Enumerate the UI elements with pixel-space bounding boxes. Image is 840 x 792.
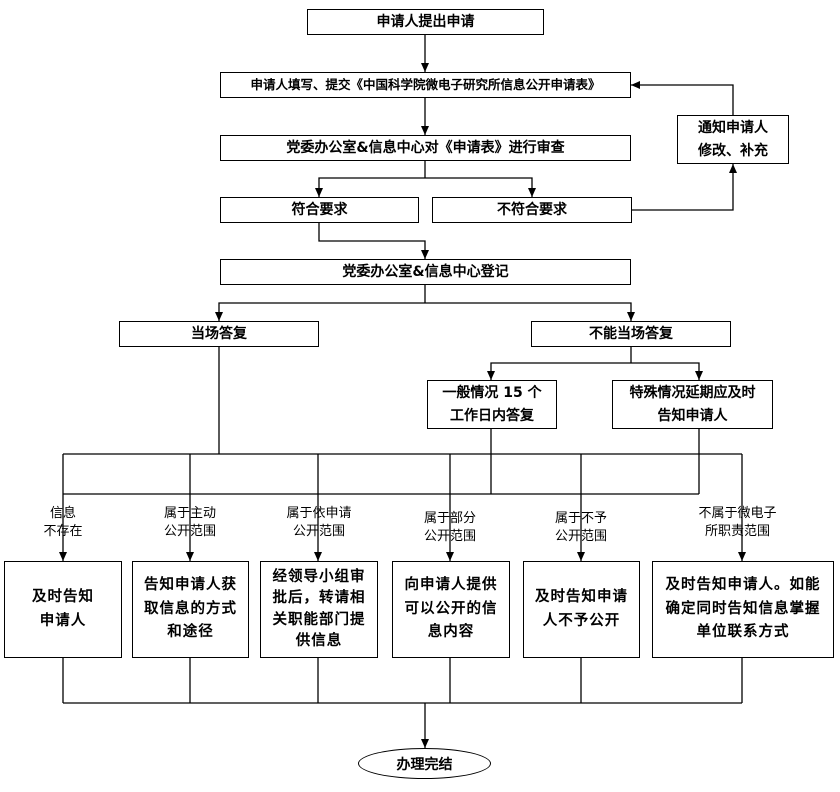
- node-end-label: 办理完结: [396, 756, 453, 773]
- arrowhead-icon: [631, 81, 640, 89]
- condition-label: 属于依申请 公开范围: [286, 506, 352, 539]
- node-cannot-reply-onsite: 不能当场答复: [531, 321, 731, 347]
- node-cannot-reply-onsite-label: 不能当场答复: [589, 325, 673, 342]
- arrowhead-icon: [315, 188, 323, 197]
- outcome-box: 告知申请人获 取信息的方式 和途径: [132, 561, 249, 658]
- outcome-box: 经领导小组审 批后，转请相 关职能部门提 供信息: [260, 561, 378, 658]
- condition-label: 属于不予 公开范围: [554, 511, 607, 544]
- node-general-case-label: 一般情况 15 个 工作日内答复: [442, 385, 542, 424]
- arrowhead-icon: [446, 552, 454, 561]
- node-fill-form-label: 申请人填写、提交《中国科学院微电子研究所信息公开申请表》: [250, 77, 601, 92]
- node-fill-form: 申请人填写、提交《中国科学院微电子研究所信息公开申请表》: [220, 72, 631, 98]
- condition-label: 属于部分 公开范围: [423, 511, 476, 544]
- node-not-meets-label: 不符合要求: [497, 201, 567, 218]
- arrowhead-icon: [421, 250, 429, 259]
- outcome-label: 经领导小组审 批后，转请相 关职能部门提 供信息: [272, 569, 366, 649]
- outcome-box: 向申请人提供 可以公开的信 息内容: [392, 561, 510, 658]
- outcome-label: 向申请人提供 可以公开的信 息内容: [404, 576, 498, 641]
- condition-label: 信息 不存在: [43, 506, 83, 539]
- node-end: 办理完结: [358, 748, 491, 779]
- node-notify-revise: 通知申请人 修改、补充: [677, 115, 789, 164]
- arrowhead-icon: [215, 312, 223, 321]
- node-meets-label: 符合要求: [291, 201, 348, 218]
- arrowhead-icon: [528, 188, 536, 197]
- outcome-label: 及时告知申请人。如能 确定同时告知信息掌握 单位联系方式: [665, 576, 821, 641]
- outcome-box: 及时告知 申请人: [4, 561, 122, 658]
- outcome-label: 及时告知申请 人不予公开: [535, 588, 628, 629]
- connector-line: [318, 177, 533, 197]
- node-register: 党委办公室&信息中心登记: [220, 259, 631, 285]
- connector-line: [218, 302, 632, 321]
- arrowhead-icon: [738, 552, 746, 561]
- node-reply-onsite-label: 当场答复: [191, 325, 247, 342]
- connector-line: [631, 84, 734, 115]
- condition-label: 不属于微电子 所职责范围: [698, 506, 777, 539]
- arrowhead-icon: [729, 164, 737, 173]
- arrowhead-icon: [186, 552, 194, 561]
- arrowhead-icon: [59, 552, 67, 561]
- node-register-label: 党委办公室&信息中心登记: [342, 263, 509, 280]
- node-submit-label: 申请人提出申请: [376, 13, 475, 30]
- node-not-meets: 不符合要求: [432, 197, 632, 223]
- arrowhead-icon: [421, 739, 429, 748]
- arrowhead-icon: [421, 63, 429, 72]
- node-notify-revise-label: 通知申请人 修改、补充: [698, 120, 768, 159]
- arrowhead-icon: [695, 371, 703, 380]
- arrowhead-icon: [314, 552, 322, 561]
- connector-line: [490, 362, 700, 380]
- outcome-box: 及时告知申请人。如能 确定同时告知信息掌握 单位联系方式: [652, 561, 834, 658]
- connector-line: [318, 223, 426, 259]
- condition-label: 属于主动 公开范围: [163, 506, 216, 539]
- node-reply-onsite: 当场答复: [119, 321, 319, 347]
- arrowhead-icon: [487, 371, 495, 380]
- node-special-case: 特殊情况延期应及时 告知申请人: [612, 380, 773, 429]
- arrowhead-icon: [421, 126, 429, 135]
- node-meets: 符合要求: [220, 197, 419, 223]
- outcome-box: 及时告知申请 人不予公开: [523, 561, 640, 658]
- connector-line: [632, 164, 734, 211]
- node-review-label: 党委办公室&信息中心对《申请表》进行审查: [286, 139, 565, 156]
- outcome-label: 告知申请人获 取信息的方式 和途径: [144, 576, 237, 641]
- arrowhead-icon: [577, 552, 585, 561]
- node-review: 党委办公室&信息中心对《申请表》进行审查: [220, 135, 631, 161]
- node-submit: 申请人提出申请: [307, 9, 544, 35]
- node-special-case-label: 特殊情况延期应及时 告知申请人: [629, 385, 756, 424]
- arrowhead-icon: [627, 312, 635, 321]
- node-general-case: 一般情况 15 个 工作日内答复: [427, 380, 557, 429]
- outcome-label: 及时告知 申请人: [32, 588, 94, 629]
